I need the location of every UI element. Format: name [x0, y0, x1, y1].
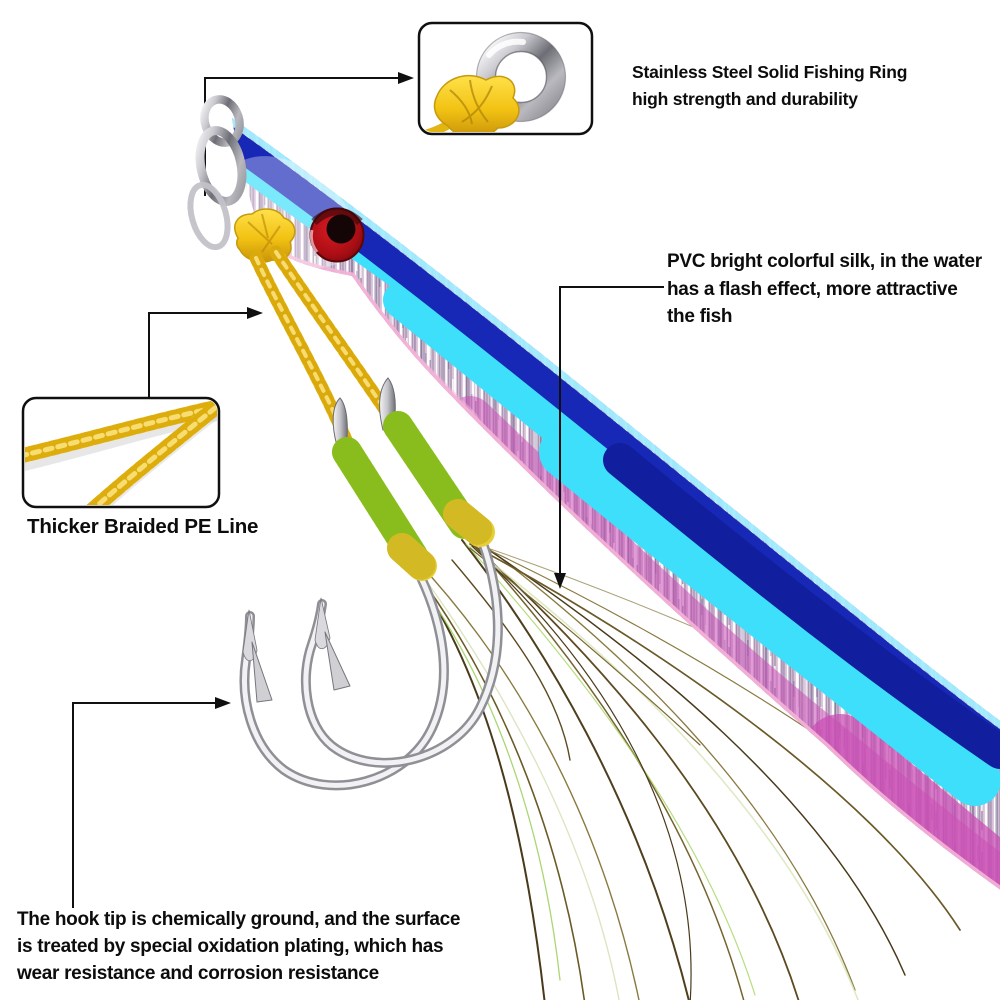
- split-rings: [187, 95, 247, 251]
- body-back-rim: [232, 118, 1000, 737]
- pe-line-photo: [25, 400, 217, 505]
- ring-knot: [421, 74, 520, 132]
- annotation-silk-line1: PVC bright colorful silk, in the water: [667, 251, 982, 272]
- callout-line-hook: [72, 697, 231, 908]
- callout-line-silk: [554, 286, 664, 589]
- annotation-silk-line3: the fish: [667, 306, 733, 327]
- jig-lure-body: [232, 118, 1000, 900]
- annotation-ring-line2: high strength and durability: [632, 89, 858, 109]
- hook-thread-wraps: [332, 411, 495, 581]
- assist-hook-left: [239, 553, 449, 791]
- callout-line-ring: [204, 72, 414, 196]
- annotation-pe-label: Thicker Braided PE Line: [27, 515, 259, 538]
- annotation-pe-text: Thicker Braided PE Line: [27, 515, 258, 539]
- annotation-ring-line1: Stainless Steel Solid Fishing Ring: [632, 62, 908, 82]
- annotation-hook-text: The hook tip is chemically ground, and t…: [17, 906, 461, 987]
- lure-eye: [309, 207, 365, 263]
- solid-ring: [475, 31, 567, 123]
- annotation-hook-line2: is treated by special oxidation plating,…: [17, 936, 444, 957]
- callout-line-pe: [148, 307, 263, 397]
- annotation-hook-line1: The hook tip is chemically ground, and t…: [17, 909, 461, 930]
- body-magenta-band: [291, 263, 1000, 900]
- hook-barb-right: [324, 631, 351, 691]
- ring-inset-box: [417, 21, 594, 136]
- pe-inset-box: [21, 396, 221, 509]
- annotation-silk-text: PVC bright colorful silk, in the water h…: [667, 248, 982, 331]
- hook-barb-left: [251, 641, 273, 703]
- assist-hook-right: [300, 525, 503, 768]
- annotation-hook-line3: wear resistance and corrosion resistance: [17, 963, 379, 984]
- annotation-silk-line2: has a flash effect, more attractive: [667, 278, 958, 300]
- annotation-ring-text: Stainless Steel Solid Fishing Ring high …: [632, 59, 907, 113]
